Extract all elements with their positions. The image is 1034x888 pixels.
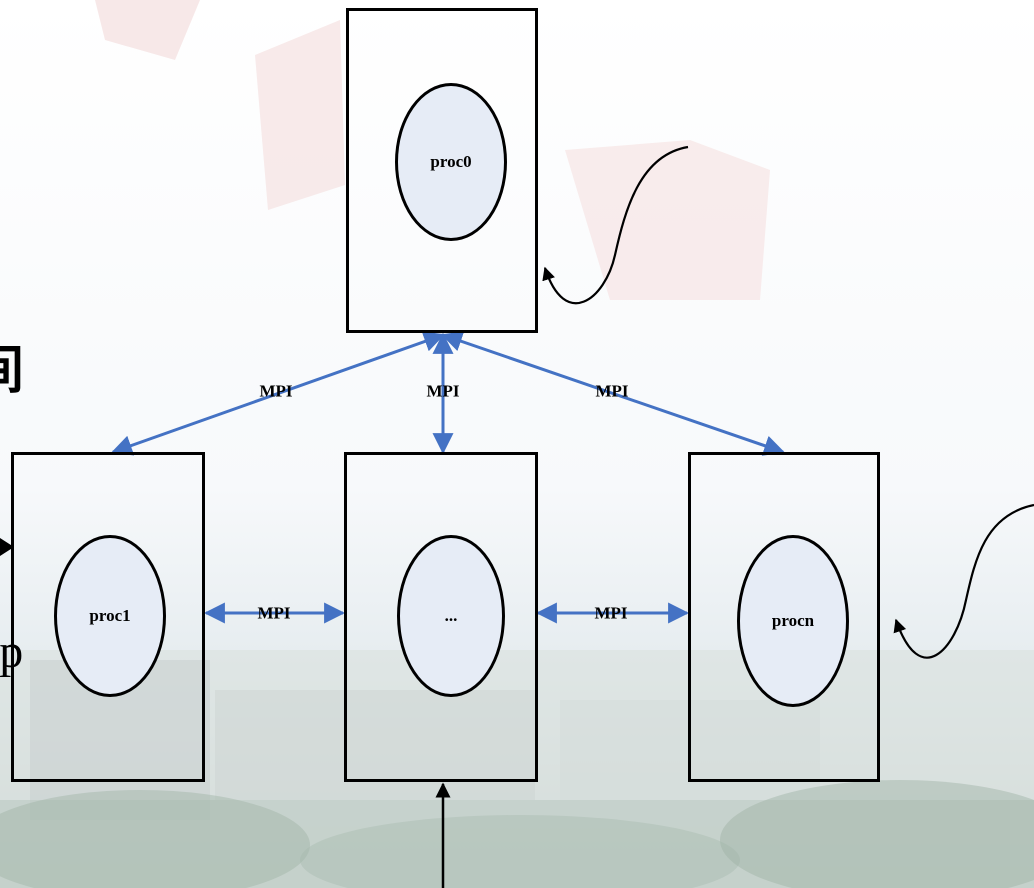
process-node-proc1: proc1 (54, 535, 166, 697)
link-label-top-right: MPI (595, 381, 629, 401)
link-label-top-left: MPI (259, 381, 293, 401)
curve-arrow-top (542, 145, 689, 305)
bg-die-2 (255, 20, 345, 210)
link-label-left-middle: MPI (257, 603, 291, 623)
process-box-procn: procn (688, 452, 880, 782)
process-node-procn: procn (737, 535, 849, 707)
bg-die-3 (565, 140, 770, 300)
process-box-proc1: proc1 (11, 452, 205, 782)
process-node-middle: ... (397, 535, 505, 697)
process-box-middle: ... (344, 452, 538, 782)
process-box-proc0: proc0 (346, 8, 538, 333)
edge-arrowhead-left (0, 538, 14, 556)
clipped-text-bottom: ap (0, 625, 24, 678)
link-label-top-middle: MPI (426, 381, 460, 401)
bg-die-1 (95, 0, 200, 60)
clipped-text-top: 间 (0, 346, 24, 398)
link-top-left (111, 331, 445, 456)
link-top-right (441, 331, 785, 456)
curve-arrow-right (893, 503, 1034, 659)
process-node-proc0: proc0 (395, 83, 507, 241)
link-label-middle-right: MPI (594, 603, 628, 623)
